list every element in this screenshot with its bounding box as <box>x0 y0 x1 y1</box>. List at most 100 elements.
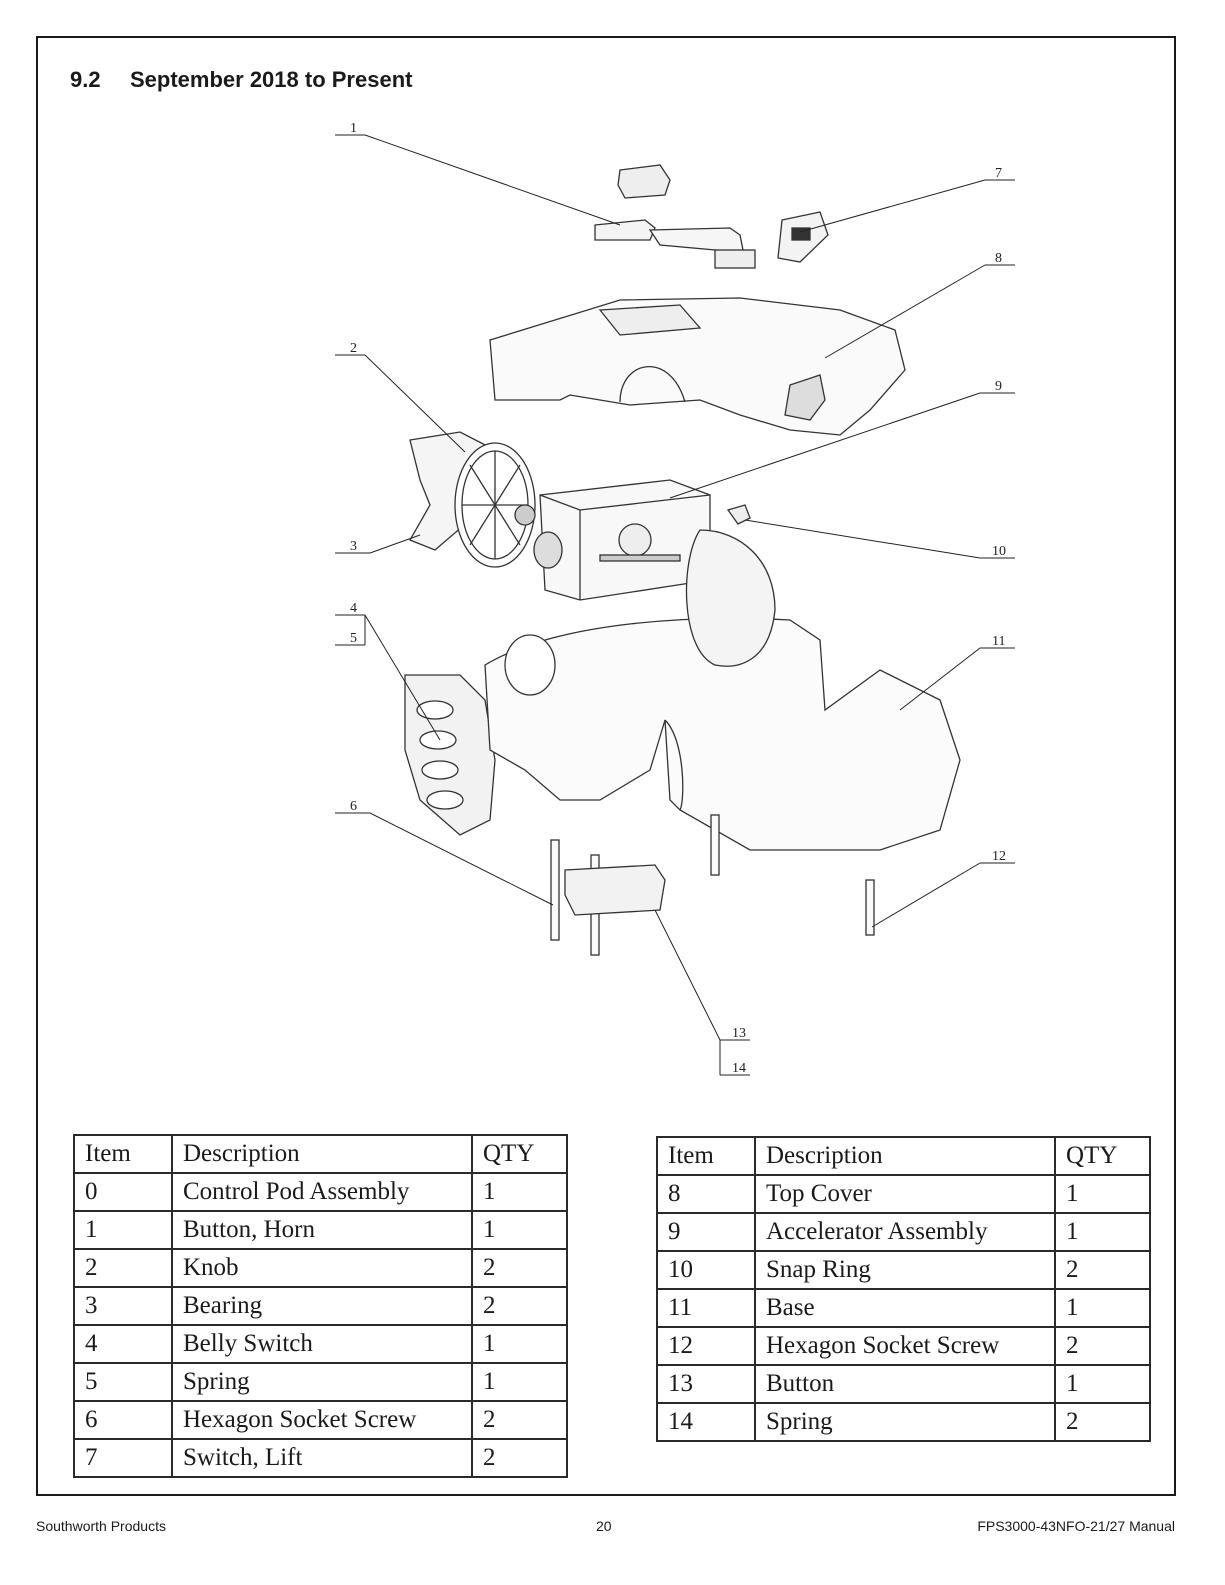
header-qty: QTY <box>1054 1136 1151 1176</box>
cell-description: Belly Switch <box>171 1324 473 1364</box>
cell-qty: 2 <box>1054 1250 1151 1290</box>
section-number: 9.2 <box>70 67 101 92</box>
callout-1: 1 <box>350 121 357 136</box>
cell-description: Button <box>754 1364 1056 1404</box>
callout-10: 10 <box>992 544 1006 559</box>
cell-item: 3 <box>73 1286 173 1326</box>
header-qty: QTY <box>471 1134 568 1174</box>
cell-description: Base <box>754 1288 1056 1328</box>
cell-description: Top Cover <box>754 1174 1056 1214</box>
part-accelerator-assembly-drawing <box>533 479 711 601</box>
page-frame <box>36 36 1176 1496</box>
cell-item: 7 <box>73 1438 173 1478</box>
table-header-row: Item Description QTY <box>656 1136 1151 1176</box>
callout-12: 12 <box>992 849 1006 864</box>
leader-lines <box>335 134 1015 1076</box>
section-title: September 2018 to Present <box>130 67 413 92</box>
callout-11: 11 <box>992 634 1005 649</box>
part-belly-switch-drawing <box>404 674 496 836</box>
cell-description: Accelerator Assembly <box>754 1212 1056 1252</box>
callout-7: 7 <box>995 166 1002 181</box>
cell-description: Switch, Lift <box>171 1438 473 1478</box>
cell-qty: 1 <box>471 1362 568 1402</box>
table-header-row: Item Description QTY <box>73 1134 568 1174</box>
cell-item: 12 <box>656 1326 756 1366</box>
cell-item: 4 <box>73 1324 173 1364</box>
callout-4: 4 <box>350 601 357 616</box>
cell-qty: 2 <box>1054 1326 1151 1366</box>
cell-qty: 2 <box>1054 1402 1151 1442</box>
part-button-drawing <box>564 864 666 916</box>
cell-item: 10 <box>656 1250 756 1290</box>
cell-qty: 2 <box>471 1438 568 1478</box>
cell-item: 11 <box>656 1288 756 1328</box>
footer-manual-title: FPS3000-43NFO-21/27 Manual <box>977 1518 1175 1534</box>
part-snap-ring-drawing <box>726 504 751 525</box>
cell-qty: 1 <box>1054 1288 1151 1328</box>
cell-item: 0 <box>73 1172 173 1212</box>
cell-qty: 1 <box>1054 1174 1151 1214</box>
cell-item: 14 <box>656 1402 756 1442</box>
cell-qty: 1 <box>471 1172 568 1212</box>
part-base-drawing <box>484 529 961 851</box>
callout-8: 8 <box>995 251 1002 266</box>
header-description: Description <box>754 1136 1056 1176</box>
footer-page-number: 20 <box>596 1518 612 1534</box>
cell-description: Spring <box>754 1402 1056 1442</box>
header-description: Description <box>171 1134 473 1174</box>
footer-company: Southworth Products <box>36 1518 166 1534</box>
cell-item: 9 <box>656 1212 756 1252</box>
callout-labels: 1 7 8 2 9 3 10 4 5 11 6 12 13 14 <box>350 121 1006 1076</box>
cell-description: Hexagon Socket Screw <box>754 1326 1056 1366</box>
cell-qty: 1 <box>471 1324 568 1364</box>
part-button-horn-drawing <box>594 164 756 269</box>
section-heading: 9.2 September 2018 to Present <box>70 67 412 93</box>
header-item: Item <box>73 1134 173 1174</box>
callout-5: 5 <box>350 631 357 646</box>
cell-description: Knob <box>171 1248 473 1288</box>
callout-3: 3 <box>350 539 357 554</box>
cell-qty: 2 <box>471 1400 568 1440</box>
cell-item: 2 <box>73 1248 173 1288</box>
cell-qty: 2 <box>471 1286 568 1326</box>
cell-description: Control Pod Assembly <box>171 1172 473 1212</box>
cell-item: 1 <box>73 1210 173 1250</box>
part-top-cover-drawing <box>489 297 906 436</box>
cell-description: Button, Horn <box>171 1210 473 1250</box>
callout-9: 9 <box>995 379 1002 394</box>
cell-qty: 1 <box>1054 1364 1151 1404</box>
callout-13: 13 <box>732 1026 746 1041</box>
cell-description: Snap Ring <box>754 1250 1056 1290</box>
cell-description: Hexagon Socket Screw <box>171 1400 473 1440</box>
cell-qty: 1 <box>1054 1212 1151 1252</box>
cell-description: Spring <box>171 1362 473 1402</box>
header-item: Item <box>656 1136 756 1176</box>
cell-item: 13 <box>656 1364 756 1404</box>
callout-2: 2 <box>350 341 357 356</box>
cell-item: 5 <box>73 1362 173 1402</box>
cell-description: Bearing <box>171 1286 473 1326</box>
part-switch-lift-drawing <box>777 211 829 263</box>
callout-6: 6 <box>350 799 357 814</box>
cell-qty: 2 <box>471 1248 568 1288</box>
cell-item: 6 <box>73 1400 173 1440</box>
callout-14: 14 <box>732 1061 746 1076</box>
cell-item: 8 <box>656 1174 756 1214</box>
